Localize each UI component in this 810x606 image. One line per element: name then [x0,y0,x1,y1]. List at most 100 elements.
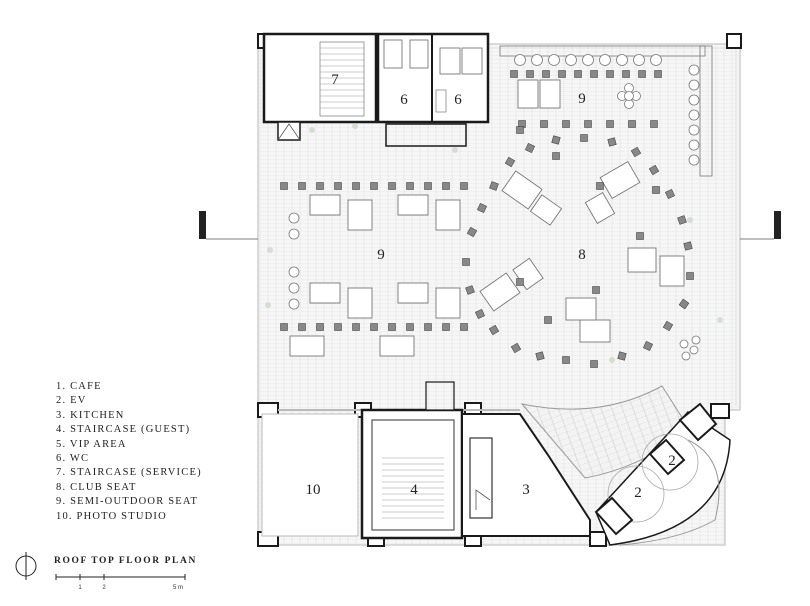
legend-item: 7. STAIRCASE (SERVICE) [56,467,202,479]
stool [599,54,611,66]
compass-icon [15,552,37,580]
chair [630,146,642,158]
chair [540,120,548,128]
room-label-wc-a: 6 [400,92,408,108]
chair [596,182,604,190]
chair [489,181,499,191]
chair [648,164,660,176]
chair [544,316,552,324]
chair [592,286,600,294]
chair [606,120,614,128]
chair [334,182,342,190]
stool [288,228,300,240]
stool [650,54,662,66]
chair [562,120,570,128]
stool [679,339,689,349]
chair [316,182,324,190]
stool [688,154,700,166]
room-label-ev-b: 2 [634,485,642,501]
chair [442,323,450,331]
elevator-core [594,402,731,546]
room-label-kitchen: 3 [522,482,530,498]
legend-item: 10. PHOTO STUDIO [56,510,167,522]
chair [442,182,450,190]
chair [488,324,500,336]
chair [607,137,617,147]
stool [616,54,628,66]
chair [643,341,653,351]
legend-item: 9. SEMI-OUTDOOR SEAT [56,496,199,508]
chair [580,134,588,142]
stool [624,91,634,101]
stool [288,298,300,310]
scale-label-5m: 5 m [173,585,183,591]
chair [678,298,690,310]
chair [424,182,432,190]
chair [662,320,674,332]
stool [582,54,594,66]
chair [562,356,570,364]
chair [504,156,516,168]
chair [617,351,627,361]
chair [510,70,518,78]
stool [531,54,543,66]
chair [370,323,378,331]
tables [289,79,685,357]
room-label-club-seat: 8 [578,247,586,263]
stool [514,54,526,66]
plan-title: ROOF TOP FLOOR PLAN [54,556,197,566]
stool [688,109,700,121]
chair [650,120,658,128]
chair [516,126,524,134]
chair [551,135,561,145]
scale-bar: 1 2 5 m [55,574,186,591]
chair [654,70,662,78]
chair [477,203,487,213]
chair [683,241,693,251]
stool [688,139,700,151]
chair [590,70,598,78]
legend-item: 5. VIP AREA [56,438,127,450]
chair [686,272,694,280]
chair [298,182,306,190]
legend-item: 8. CLUB SEAT [56,481,137,493]
chair [636,232,644,240]
chair [465,285,475,295]
chair [334,323,342,331]
chair [388,182,396,190]
room-label-staircase-guest: 4 [410,482,418,498]
chair [298,323,306,331]
chair [352,182,360,190]
legend-item: 2. EV [56,395,87,407]
chair [652,186,660,194]
chair [552,152,560,160]
room-label-wc-b: 6 [454,92,462,108]
chair [574,70,582,78]
chair [460,182,468,190]
chairs [280,70,694,368]
chair [388,323,396,331]
chair [406,323,414,331]
chair [525,143,535,153]
room-label-ev-a: 2 [668,453,676,469]
section-marker-right [774,211,781,239]
room-label-semi-outdoor-top: 9 [578,91,586,107]
chair [462,258,470,266]
chair [370,182,378,190]
chair [516,278,524,286]
legend-item: 3. KITCHEN [56,409,125,421]
chair [352,323,360,331]
staircase-service [262,32,378,141]
chair [466,226,478,238]
chair [590,360,598,368]
room-label-staircase-service: 7 [331,72,339,88]
section-marker-left [199,211,206,239]
scale-label-1: 1 [78,585,82,591]
stool [688,94,700,106]
chair [542,70,550,78]
chair [628,120,636,128]
chair [280,323,288,331]
chair [280,182,288,190]
stool [688,64,700,76]
